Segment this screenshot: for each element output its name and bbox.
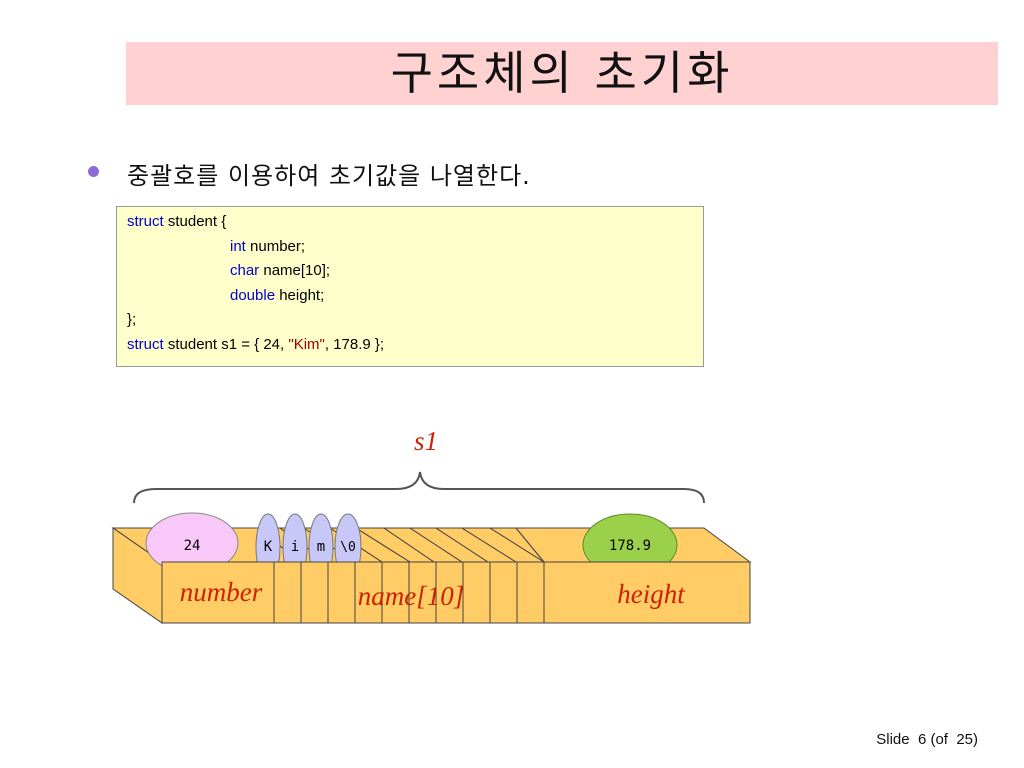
code-keyword: int [230, 238, 246, 255]
code-text: name[10]; [259, 262, 331, 279]
slide-footer: Slide 6 (of 25) [876, 731, 978, 748]
footer-of: (of [930, 731, 948, 748]
code-text: student s1 = { 24, [163, 336, 289, 353]
slide-title: 구조체의 초기화 [390, 46, 734, 100]
code-text: number; [245, 238, 306, 255]
brace-label: s1 [414, 426, 438, 456]
height-field-label: height [617, 579, 686, 609]
code-keyword: struct [127, 213, 164, 230]
footer-page: 6 [917, 731, 927, 748]
name-field-label: name[10] [358, 581, 465, 611]
code-line-6: struct student s1 = { 24, "Kim", 178.9 }… [127, 336, 384, 353]
name-char: m [317, 539, 325, 555]
code-box: struct student { int number; char name[1… [116, 206, 704, 367]
curly-brace [133, 471, 705, 504]
code-string: "Kim" [288, 336, 325, 353]
code-text: student { [163, 213, 227, 230]
footer-total: 25) [956, 731, 978, 748]
title-bar: 구조체의 초기화 [126, 42, 998, 105]
code-text: , 178.9 }; [324, 336, 385, 353]
code-keyword: struct [127, 336, 164, 353]
bullet-dot [88, 166, 99, 177]
height-value: 178.9 [609, 538, 651, 554]
bullet-text: 중괄호를 이용하여 초기값을 나열한다. [127, 162, 531, 190]
code-line-3: char name[10]; [230, 262, 330, 279]
memory-front-row [161, 561, 751, 624]
number-value: 24 [184, 538, 201, 554]
code-line-2: int number; [230, 238, 305, 255]
name-char: K [264, 539, 273, 555]
name-char: \0 [340, 540, 356, 555]
code-text: height; [275, 287, 325, 304]
number-field-label: number [180, 577, 263, 607]
name-char: i [291, 539, 299, 555]
code-line-1: struct student { [127, 213, 226, 230]
code-text: }; [127, 311, 137, 328]
code-keyword: double [230, 287, 276, 304]
code-keyword: char [230, 262, 260, 279]
code-line-4: double height; [230, 287, 324, 304]
footer-label: Slide [876, 731, 910, 748]
code-line-5: }; [127, 311, 136, 328]
